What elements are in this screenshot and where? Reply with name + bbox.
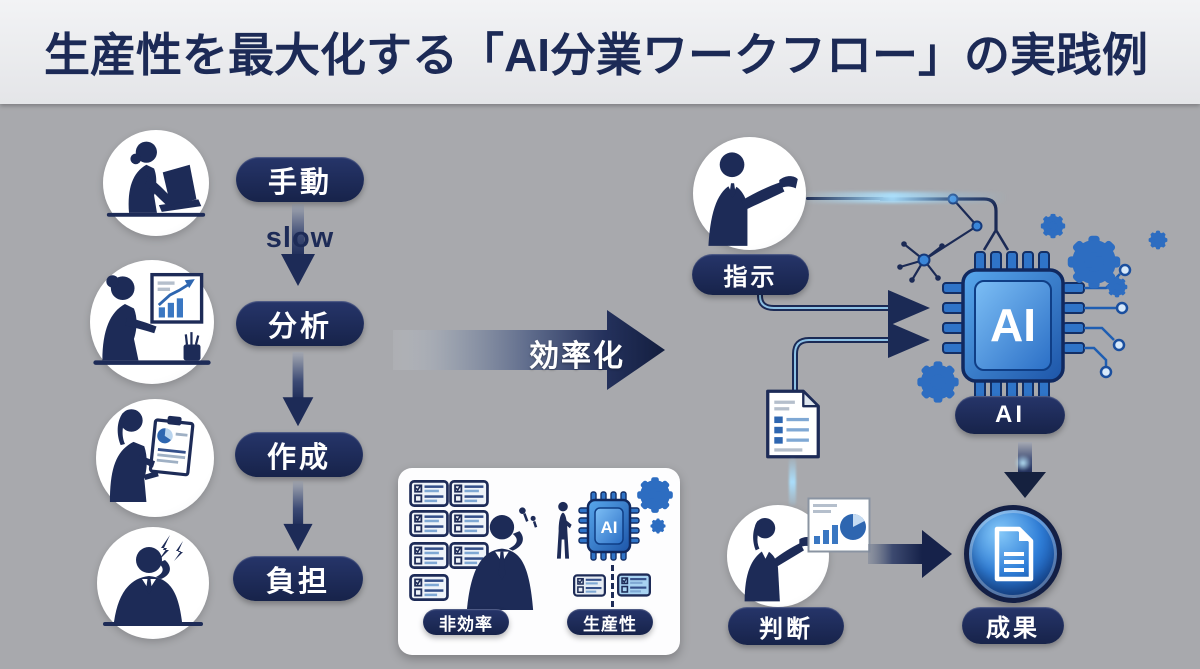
man-stressed-icon <box>103 535 203 626</box>
task-card-icon <box>409 574 449 601</box>
inefficient-pill: 非効率 <box>423 609 509 635</box>
ai-chip-icon: AI <box>930 210 1180 410</box>
woman-holding-report-icon <box>109 409 195 502</box>
title-banner: 生産性を最大化する「AI分業ワークフロー」の実践例 <box>0 0 1200 104</box>
efficiency-arrow-icon <box>393 310 665 390</box>
down-arrow-icon <box>278 352 318 428</box>
woman-analyzing-chart-icon <box>93 272 211 365</box>
result-button-icon <box>964 505 1062 603</box>
divider-dashed-line <box>611 565 614 607</box>
gear-icon <box>1149 231 1168 250</box>
step-analysis-avatar <box>90 260 214 384</box>
task-card-icon <box>617 573 651 597</box>
ai-to-result-arrow-icon <box>1004 442 1046 498</box>
step-manual-avatar <box>103 130 209 236</box>
instruction-avatar <box>693 137 806 250</box>
step-pill-analysis: 分析 <box>236 301 364 346</box>
ai-pill: AI <box>955 396 1065 434</box>
step-burden-avatar <box>97 527 209 639</box>
page-title: 生産性を最大化する「AI分業ワークフロー」の実践例 <box>44 29 1148 81</box>
slow-label: slow <box>265 222 335 254</box>
gear-icon <box>636 476 674 514</box>
report-chart-icon <box>807 497 871 553</box>
document-icon <box>766 389 820 459</box>
standing-man-icon <box>556 501 572 559</box>
gear-icon <box>917 361 958 402</box>
down-arrow-icon <box>278 481 318 553</box>
instruction-pill: 指示 <box>692 254 809 295</box>
comparison-box: AI 非効率 生産性 <box>398 468 680 655</box>
comparison-chip-label: AI <box>601 518 618 537</box>
task-card-icon <box>573 574 606 597</box>
ai-chip-icon: AI <box>578 491 640 561</box>
ai-chip-label: AI <box>990 299 1036 351</box>
gear-icon <box>1107 277 1128 298</box>
woman-presenting-icon <box>744 517 815 602</box>
judgment-pill: 判断 <box>728 607 844 645</box>
result-document-icon <box>994 526 1034 582</box>
document-line-glow <box>789 458 796 506</box>
gear-icon <box>1041 214 1065 238</box>
step-pill-burden: 負担 <box>233 556 363 601</box>
productive-pill: 生産性 <box>567 609 653 635</box>
efficiency-arrow-label: 効率化 <box>529 340 625 373</box>
instruction-line-glow <box>798 192 1008 203</box>
woman-typing-laptop-icon <box>106 141 206 217</box>
instruction-to-ai-arrow-icon <box>757 290 930 326</box>
task-card-icon <box>409 480 449 507</box>
task-card-icon <box>409 510 449 537</box>
judgment-to-result-arrow-icon <box>868 530 952 578</box>
document-to-ai-arrow-icon <box>792 322 930 394</box>
arrow-glow <box>1014 455 1032 471</box>
man-gesturing-icon <box>708 152 798 246</box>
step-creation-avatar <box>96 399 214 517</box>
result-pill: 成果 <box>962 607 1064 644</box>
step-pill-manual: 手動 <box>236 157 364 202</box>
task-card-icon <box>409 542 449 569</box>
gear-icon <box>650 518 666 534</box>
overwhelmed-man-icon <box>466 507 538 610</box>
step-pill-creation: 作成 <box>235 432 363 477</box>
